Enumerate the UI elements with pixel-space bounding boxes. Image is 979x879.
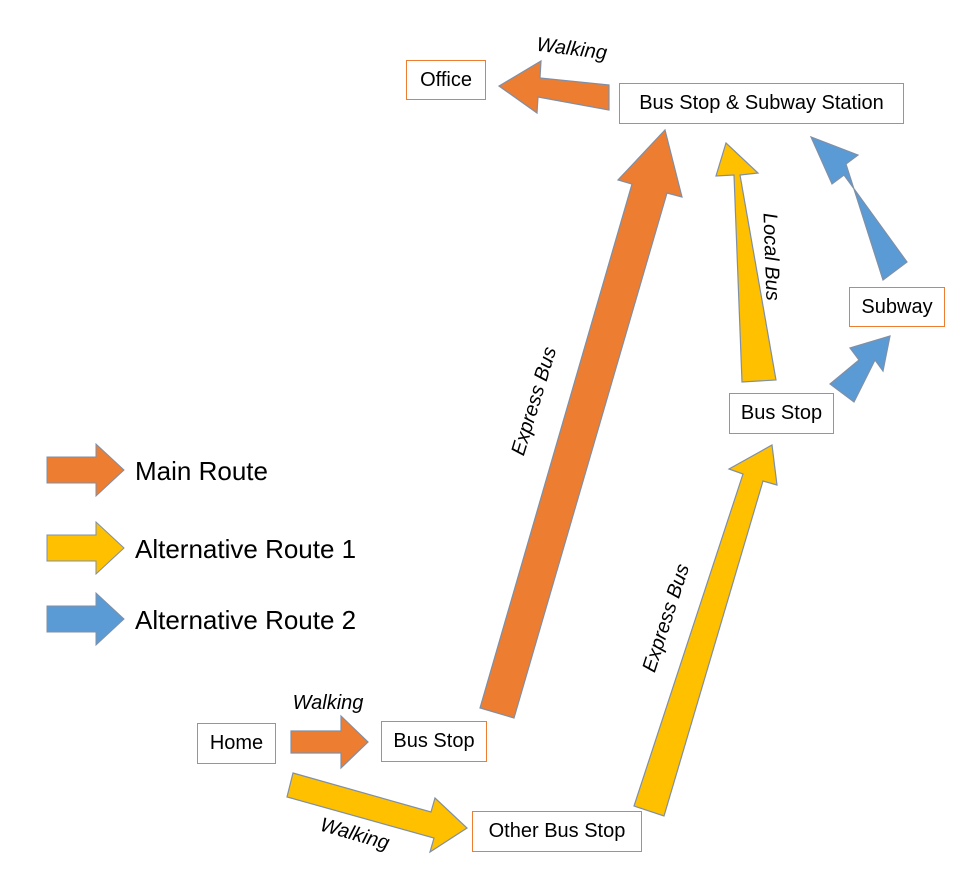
legend-main-route-label: Main Route: [135, 456, 268, 486]
arrow-home-to-other-bus-stop: [286, 772, 468, 854]
walking-label-to-office: Walking: [535, 34, 608, 64]
arrow-express-bus-alt: [633, 444, 778, 817]
arrow-bus-stop-to-subway: [829, 335, 891, 403]
bus-stop-node-home: Bus Stop: [381, 721, 487, 762]
express-bus-label-main: Express Bus: [507, 344, 561, 458]
arrow-home-to-bus-stop: [290, 714, 369, 770]
local-bus-label: Local Bus: [758, 213, 783, 302]
subway-node: Subway: [849, 287, 945, 327]
walking-label-to-bus-stop: Walking: [293, 692, 364, 714]
arrow-subway-to-station: [809, 135, 908, 281]
bus-stop-node-mid: Bus Stop: [729, 393, 834, 434]
legend-alt-route-2-label: Alternative Route 2: [135, 605, 356, 635]
legend-main-route-swatch: [46, 442, 125, 498]
arrow-express-bus-main: [479, 128, 683, 719]
office-node: Office: [406, 60, 486, 100]
legend: Main Route Alternative Route 1 Alternati…: [46, 442, 356, 647]
bus-stop-subway-station-node: Bus Stop & Subway Station: [619, 83, 904, 124]
legend-alt-route-1-swatch: [46, 520, 125, 576]
home-node: Home: [197, 723, 276, 764]
arrow-local-bus: [715, 141, 777, 383]
legend-alt-route-2-swatch: [46, 591, 125, 647]
arrow-walk-to-office: [497, 59, 610, 115]
other-bus-stop-node: Other Bus Stop: [472, 811, 642, 852]
legend-alt-route-1-label: Alternative Route 1: [135, 534, 356, 564]
